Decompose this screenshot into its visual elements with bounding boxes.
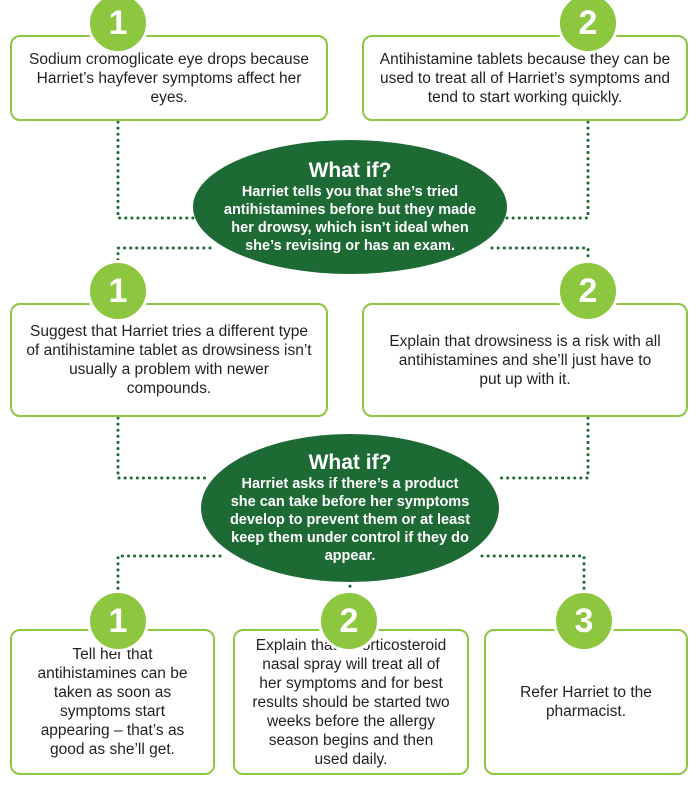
number-badge-mid-1: 1 bbox=[87, 260, 149, 322]
number-badge-bottom-2: 2 bbox=[318, 590, 380, 652]
number-badge-mid-2: 2 bbox=[557, 260, 619, 322]
option-box-top-2: Antihistamine tablets because they can b… bbox=[362, 35, 688, 121]
option-text: Explain that drowsiness is a risk with a… bbox=[389, 332, 661, 388]
option-box-bottom-2: Explain that a corticosteroid nasal spra… bbox=[233, 629, 469, 775]
connector-whatif2-left bbox=[116, 554, 222, 600]
option-text: Tell her that antihistamines can be take… bbox=[37, 646, 188, 758]
option-text: Sodium cromoglicate eye drops because Ha… bbox=[28, 50, 309, 106]
number-badge-bottom-3: 3 bbox=[553, 590, 615, 652]
what-if-title: What if? bbox=[308, 159, 392, 182]
what-if-oval-1: What if? Harriet tells you that she’s tr… bbox=[193, 140, 507, 274]
number-badge-top-1: 1 bbox=[87, 0, 149, 54]
option-box-bottom-3: Refer Harriet to the pharmacist. bbox=[484, 629, 688, 775]
what-if-text: Harriet asks if there’s a product she ca… bbox=[229, 476, 471, 564]
connector-whatif1-right bbox=[490, 246, 590, 274]
connector-top-right bbox=[498, 120, 590, 220]
connector-mid-right bbox=[498, 416, 590, 480]
number-badge-bottom-1: 1 bbox=[87, 590, 149, 652]
option-text: Suggest that Harriet tries a different t… bbox=[26, 323, 312, 397]
option-box-bottom-1: Tell her that antihistamines can be take… bbox=[10, 629, 215, 775]
what-if-title: What if? bbox=[308, 451, 392, 474]
option-box-mid-2: Explain that drowsiness is a risk with a… bbox=[362, 303, 688, 417]
option-text: Explain that a corticosteroid nasal spra… bbox=[252, 636, 450, 768]
connector-whatif2-right bbox=[480, 554, 586, 600]
option-text: Antihistamine tablets because they can b… bbox=[379, 50, 671, 106]
option-box-top-1: Sodium cromoglicate eye drops because Ha… bbox=[10, 35, 328, 121]
option-box-mid-1: Suggest that Harriet tries a different t… bbox=[10, 303, 328, 417]
number-badge-top-2: 2 bbox=[557, 0, 619, 54]
connector-mid-left bbox=[116, 416, 207, 480]
what-if-text: Harriet tells you that she’s tried antih… bbox=[223, 184, 477, 254]
connector-whatif1-left bbox=[116, 246, 212, 274]
connector-top-left bbox=[116, 120, 202, 220]
what-if-oval-2: What if? Harriet asks if there’s a produ… bbox=[201, 434, 499, 582]
option-text: Refer Harriet to the pharmacist. bbox=[520, 684, 652, 720]
